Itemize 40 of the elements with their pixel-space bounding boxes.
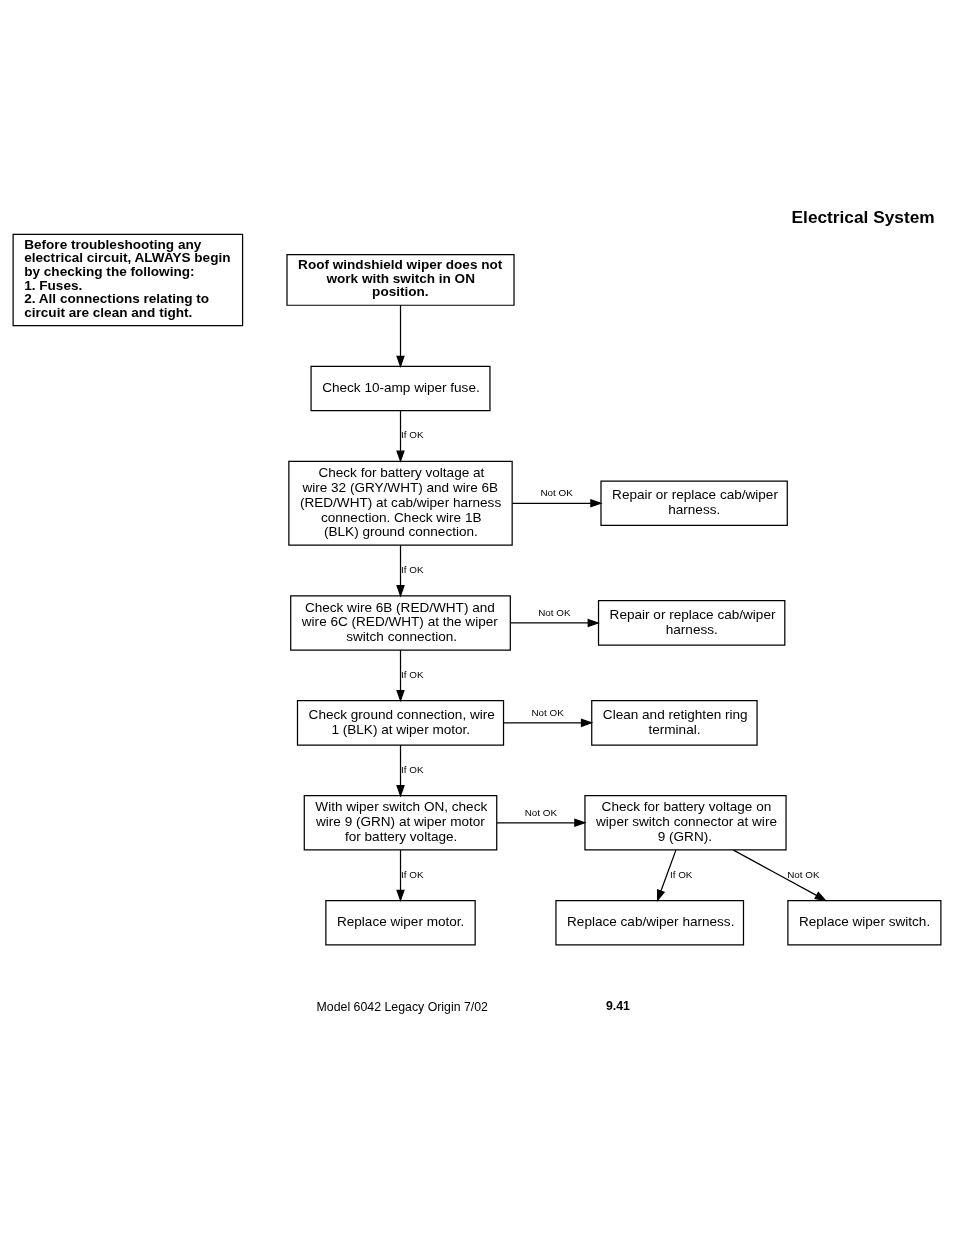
label: 9.41 (605, 998, 630, 1013)
arrow (396, 304, 405, 368)
node-box: Check for battery voltage at wire 32 (GRY/WHT) and wire 6B (RED/WHT) at cab/wiper harness connection. Check wire 1B (BLK) ground connection. (288, 460, 513, 546)
edge-label: If OK (400, 563, 424, 575)
edge-label: If OK (669, 868, 693, 880)
edge-label: Not OK (538, 606, 571, 618)
arrow (511, 498, 603, 508)
arrow (509, 618, 600, 627)
node-box: Roof windshield wiper does not work with switch in ON position. (286, 253, 515, 306)
arrow (656, 849, 677, 902)
edge-label: If OK (400, 428, 424, 440)
label: Model 6042 Legacy Origin 7/02 (316, 999, 488, 1014)
node-box: Before troubleshooting any electrical circuit, ALWAYS begin by checking the following: 1. Fuses. 2. All connections relating to circuit are clean and tight. (12, 233, 244, 326)
node-box: Check for battery voltage on wiper switch connector at wire 9 (GRN). (584, 794, 787, 851)
node-box: Check wire 6B (RED/WHT) and wire 6C (RED/WHT) at the wiper switch connection. (290, 594, 511, 651)
node-box: With wiper switch ON, check wire 9 (GRN) at wiper motor for battery voltage. (303, 794, 498, 851)
arrow (396, 744, 405, 797)
arrow (396, 409, 405, 463)
node-box: Repair or replace cab/wiper harness. (600, 479, 788, 526)
arrow (396, 649, 405, 702)
edge-label: If OK (400, 763, 424, 775)
arrow (396, 544, 405, 597)
edge-label: If OK (400, 668, 424, 680)
node-box: Check ground connection, wire 1 (BLK) at wiper motor. (296, 699, 505, 746)
node-box: Repair or replace cab/wiper harness. (597, 599, 786, 646)
edge-label: Not OK (540, 486, 573, 498)
node-box: Clean and retighten ring terminal. (591, 699, 758, 746)
arrow (732, 849, 827, 901)
edge-label: Not OK (787, 868, 820, 880)
node-box: Replace cab/wiper harness. (555, 899, 745, 946)
arrow (396, 849, 405, 902)
arrow (503, 718, 594, 727)
edge-label: Not OK (524, 806, 558, 818)
node-box: Replace wiper switch. (787, 899, 942, 946)
edge-label: Not OK (531, 706, 564, 718)
node-box: Check 10-amp wiper fuse. (310, 365, 491, 411)
arrow (496, 817, 587, 827)
diagram-title: Electrical System (791, 206, 935, 227)
node-box: Replace wiper motor. (325, 899, 476, 946)
edge-label: If OK (400, 868, 424, 880)
